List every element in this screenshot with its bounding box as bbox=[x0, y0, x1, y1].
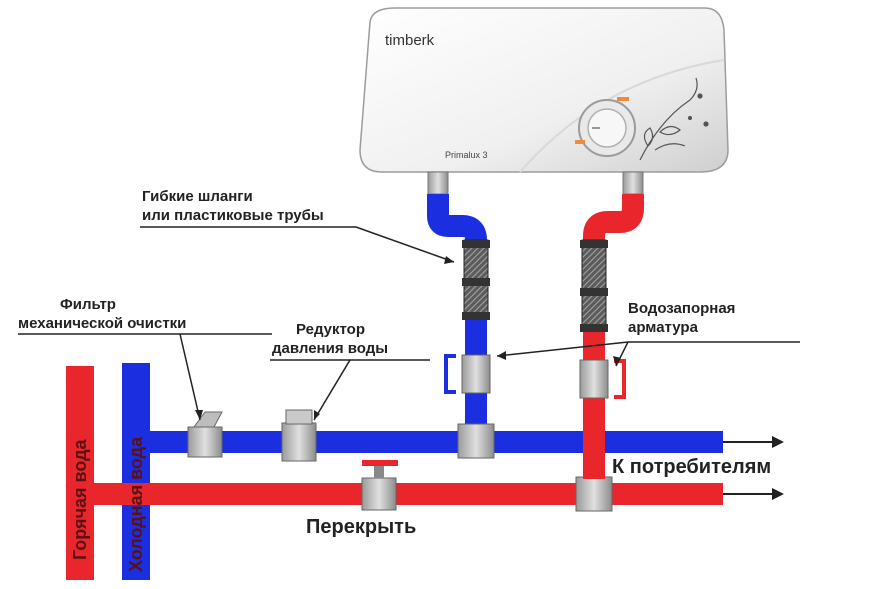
label-hot-water: Горячая вода bbox=[70, 439, 90, 560]
tee-fitting-cold bbox=[457, 423, 495, 459]
heater-model: Primalux 3 bbox=[445, 150, 488, 160]
leader-arrowheads bbox=[195, 256, 621, 420]
water-heater bbox=[359, 7, 729, 195]
tee-fitting-hot bbox=[575, 476, 613, 512]
indicator-mark bbox=[575, 140, 585, 144]
hot-water-riser bbox=[66, 366, 94, 580]
label-valves-2: арматура bbox=[628, 319, 698, 336]
cold-water-riser bbox=[122, 363, 150, 580]
flex-hose-cold bbox=[462, 239, 490, 320]
mechanical-filter bbox=[187, 411, 223, 458]
leader-lines bbox=[18, 226, 800, 421]
label-filter-2: механической очистки bbox=[18, 315, 187, 332]
label-filter-1: Фильтр bbox=[60, 296, 116, 313]
decor-floral-icon bbox=[639, 77, 709, 161]
heater-brand: timberk bbox=[385, 32, 435, 49]
label-reducer-2: давления воды bbox=[272, 340, 389, 357]
hot-main-pipe bbox=[94, 483, 784, 505]
shutoff-valve-hot-main[interactable] bbox=[361, 460, 398, 511]
label-cold-water: Холодная вода bbox=[126, 436, 146, 572]
label-reducer-1: Редуктор bbox=[296, 321, 366, 338]
heater-body bbox=[359, 7, 729, 173]
hot-outlet-nozzle bbox=[622, 171, 644, 195]
shutoff-valve-cold[interactable] bbox=[444, 354, 491, 394]
label-valves-1: Водозапорная bbox=[628, 300, 736, 317]
label-shut-off: Перекрыть bbox=[306, 516, 417, 538]
hot-branch-pipe bbox=[583, 194, 644, 483]
cold-inlet-nozzle bbox=[427, 171, 449, 195]
flow-arrow-icon bbox=[772, 436, 784, 448]
cold-branch-pipe bbox=[427, 194, 487, 431]
flow-arrow-icon bbox=[772, 488, 784, 500]
indicator-mark bbox=[617, 97, 629, 101]
label-flex-hoses-1: Гибкие шланги bbox=[142, 188, 253, 205]
pressure-reducer bbox=[281, 409, 317, 462]
label-to-consumers: К потребителям bbox=[612, 456, 772, 478]
flex-hose-hot bbox=[580, 239, 608, 332]
shutoff-valve-hot[interactable] bbox=[579, 359, 626, 399]
label-flex-hoses-2: или пластиковые трубы bbox=[142, 207, 324, 224]
